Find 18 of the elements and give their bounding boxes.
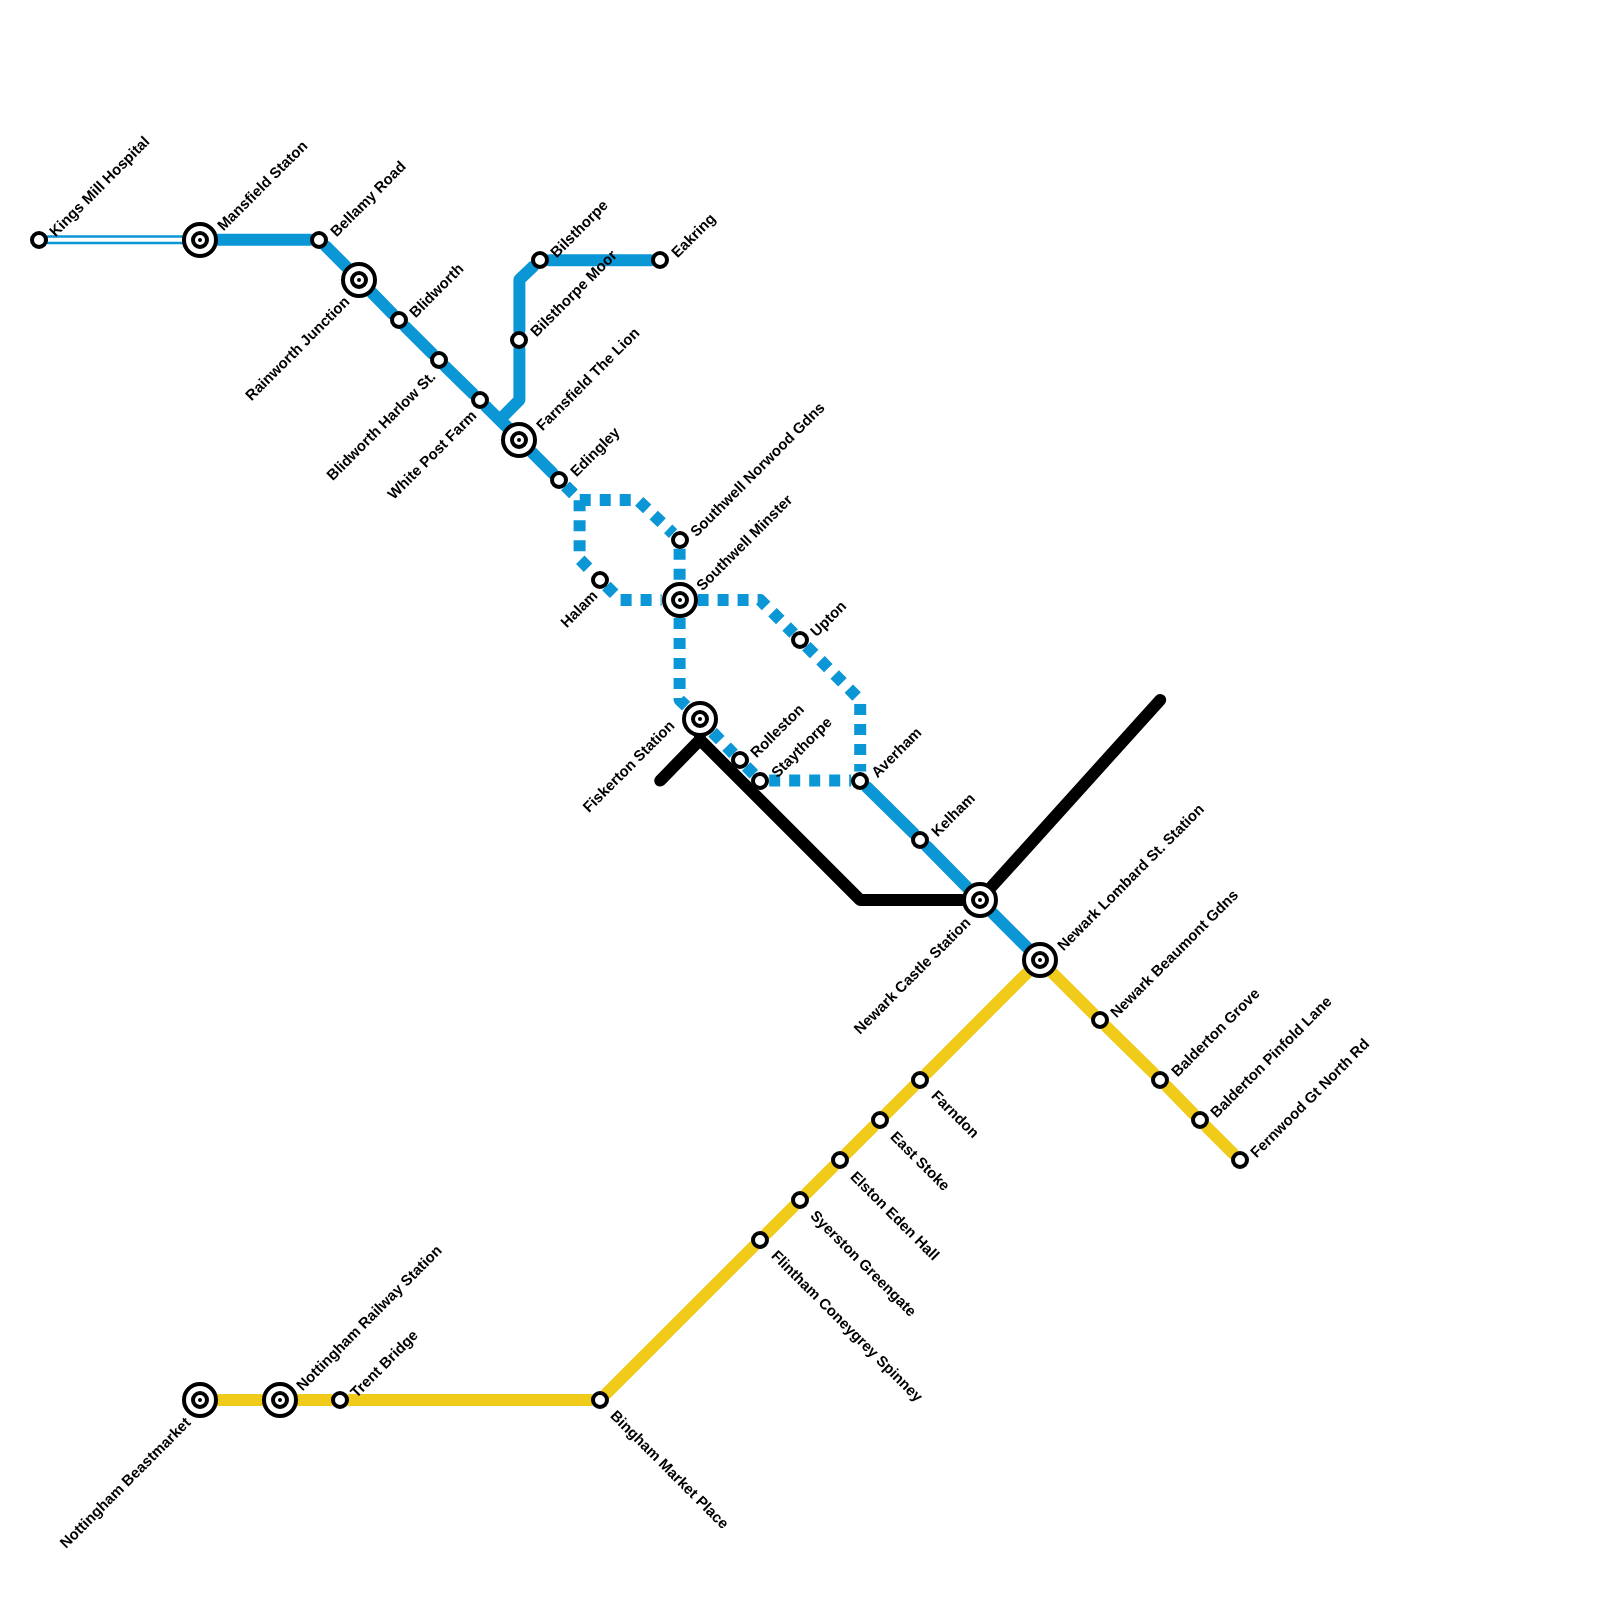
rail-line [439, 360, 480, 400]
rail-line [600, 1240, 760, 1400]
rail-line [673, 548, 686, 582]
rail-line [880, 1080, 920, 1120]
rail-line [802, 641, 867, 772]
rail-line [708, 728, 738, 758]
rail-line [840, 1120, 880, 1160]
rail-line [760, 1200, 800, 1240]
rail-line [800, 1160, 840, 1200]
rail-line [1200, 1120, 1240, 1160]
rail-line [1160, 1080, 1200, 1120]
rail-line [399, 320, 439, 360]
rail-line [741, 762, 759, 779]
rail-line [769, 774, 852, 787]
rail-line [860, 780, 920, 840]
rail-line [1100, 1020, 1160, 1080]
rail-line [673, 618, 692, 712]
rail-line [697, 594, 798, 638]
